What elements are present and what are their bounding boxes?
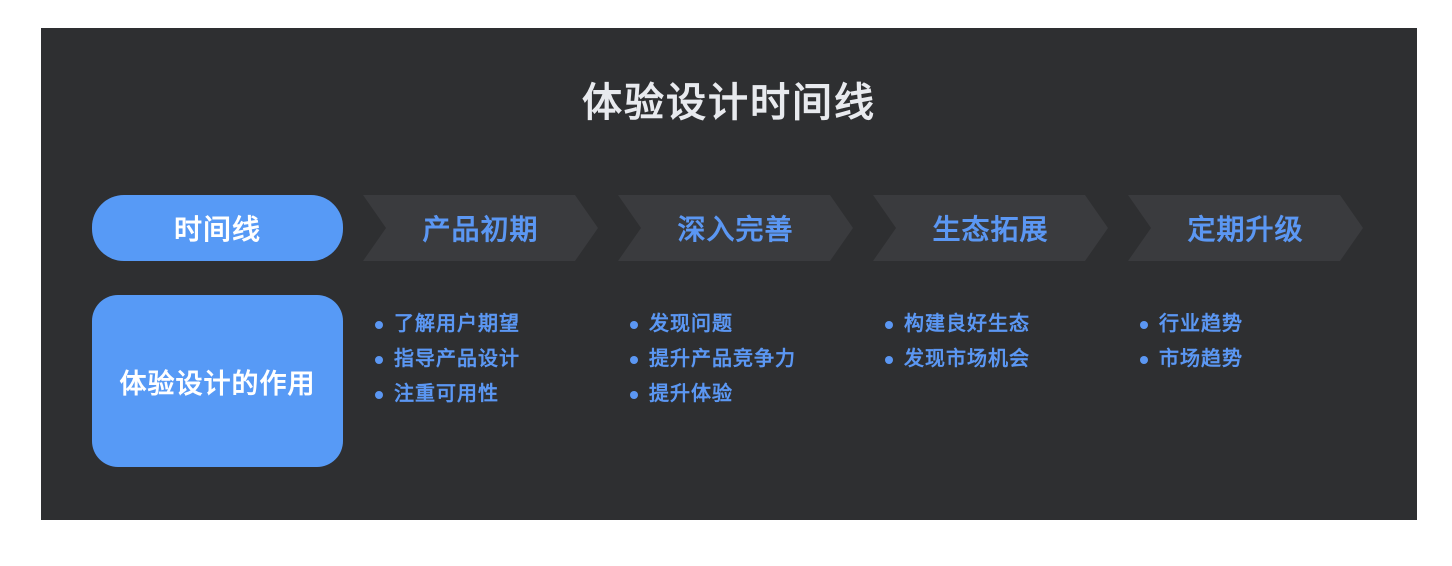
stage-chip-2: 深入完善 <box>618 195 853 261</box>
list-item: 指导产品设计 <box>363 342 598 377</box>
stage-chip-4: 定期升级 <box>1128 195 1363 261</box>
role-box: 体验设计的作用 <box>92 295 343 467</box>
list-item: 行业趋势 <box>1128 307 1363 342</box>
timeline-slide-panel: 体验设计时间线 时间线 产品初期 深入完善 生态拓展 定期升级 体验设计的作用 … <box>41 28 1417 520</box>
bullet-dot-icon <box>885 356 893 364</box>
stage-chip-1: 产品初期 <box>363 195 598 261</box>
stage-list-4: 行业趋势 市场趋势 <box>1128 295 1363 377</box>
role-box-label: 体验设计的作用 <box>119 368 316 399</box>
stage-label: 产品初期 <box>422 214 539 245</box>
timeline-content-row: 体验设计的作用 了解用户期望 指导产品设计 注重可用性 发现问题 提升产品竞争力… <box>92 295 1363 467</box>
bullet-dot-icon <box>630 356 638 364</box>
bullet-dot-icon <box>375 321 383 329</box>
list-item: 了解用户期望 <box>363 307 598 342</box>
list-item: 提升体验 <box>618 377 853 412</box>
timeline-lead-label: 时间线 <box>173 214 261 245</box>
list-item: 提升产品竞争力 <box>618 342 853 377</box>
timeline-stages-row: 时间线 产品初期 深入完善 生态拓展 定期升级 <box>92 195 1363 261</box>
bullet-dot-icon <box>1140 321 1148 329</box>
bullet-dot-icon <box>375 391 383 399</box>
list-item: 市场趋势 <box>1128 342 1363 377</box>
stage-chip-3: 生态拓展 <box>873 195 1108 261</box>
stage-list-1: 了解用户期望 指导产品设计 注重可用性 <box>363 295 598 412</box>
list-item: 构建良好生态 <box>873 307 1108 342</box>
bullet-dot-icon <box>885 321 893 329</box>
bullet-dot-icon <box>375 356 383 364</box>
list-item: 发现市场机会 <box>873 342 1108 377</box>
timeline-lead-chip: 时间线 <box>92 195 343 261</box>
bullet-dot-icon <box>630 391 638 399</box>
page-title: 体验设计时间线 <box>582 81 876 125</box>
stage-label: 生态拓展 <box>932 214 1049 245</box>
stage-list-2: 发现问题 提升产品竞争力 提升体验 <box>618 295 853 412</box>
stage-list-3: 构建良好生态 发现市场机会 <box>873 295 1108 377</box>
bullet-dot-icon <box>1140 356 1148 364</box>
bullet-dot-icon <box>630 321 638 329</box>
stage-label: 定期升级 <box>1187 214 1304 245</box>
list-item: 注重可用性 <box>363 377 598 412</box>
stage-label: 深入完善 <box>677 214 794 245</box>
list-item: 发现问题 <box>618 307 853 342</box>
